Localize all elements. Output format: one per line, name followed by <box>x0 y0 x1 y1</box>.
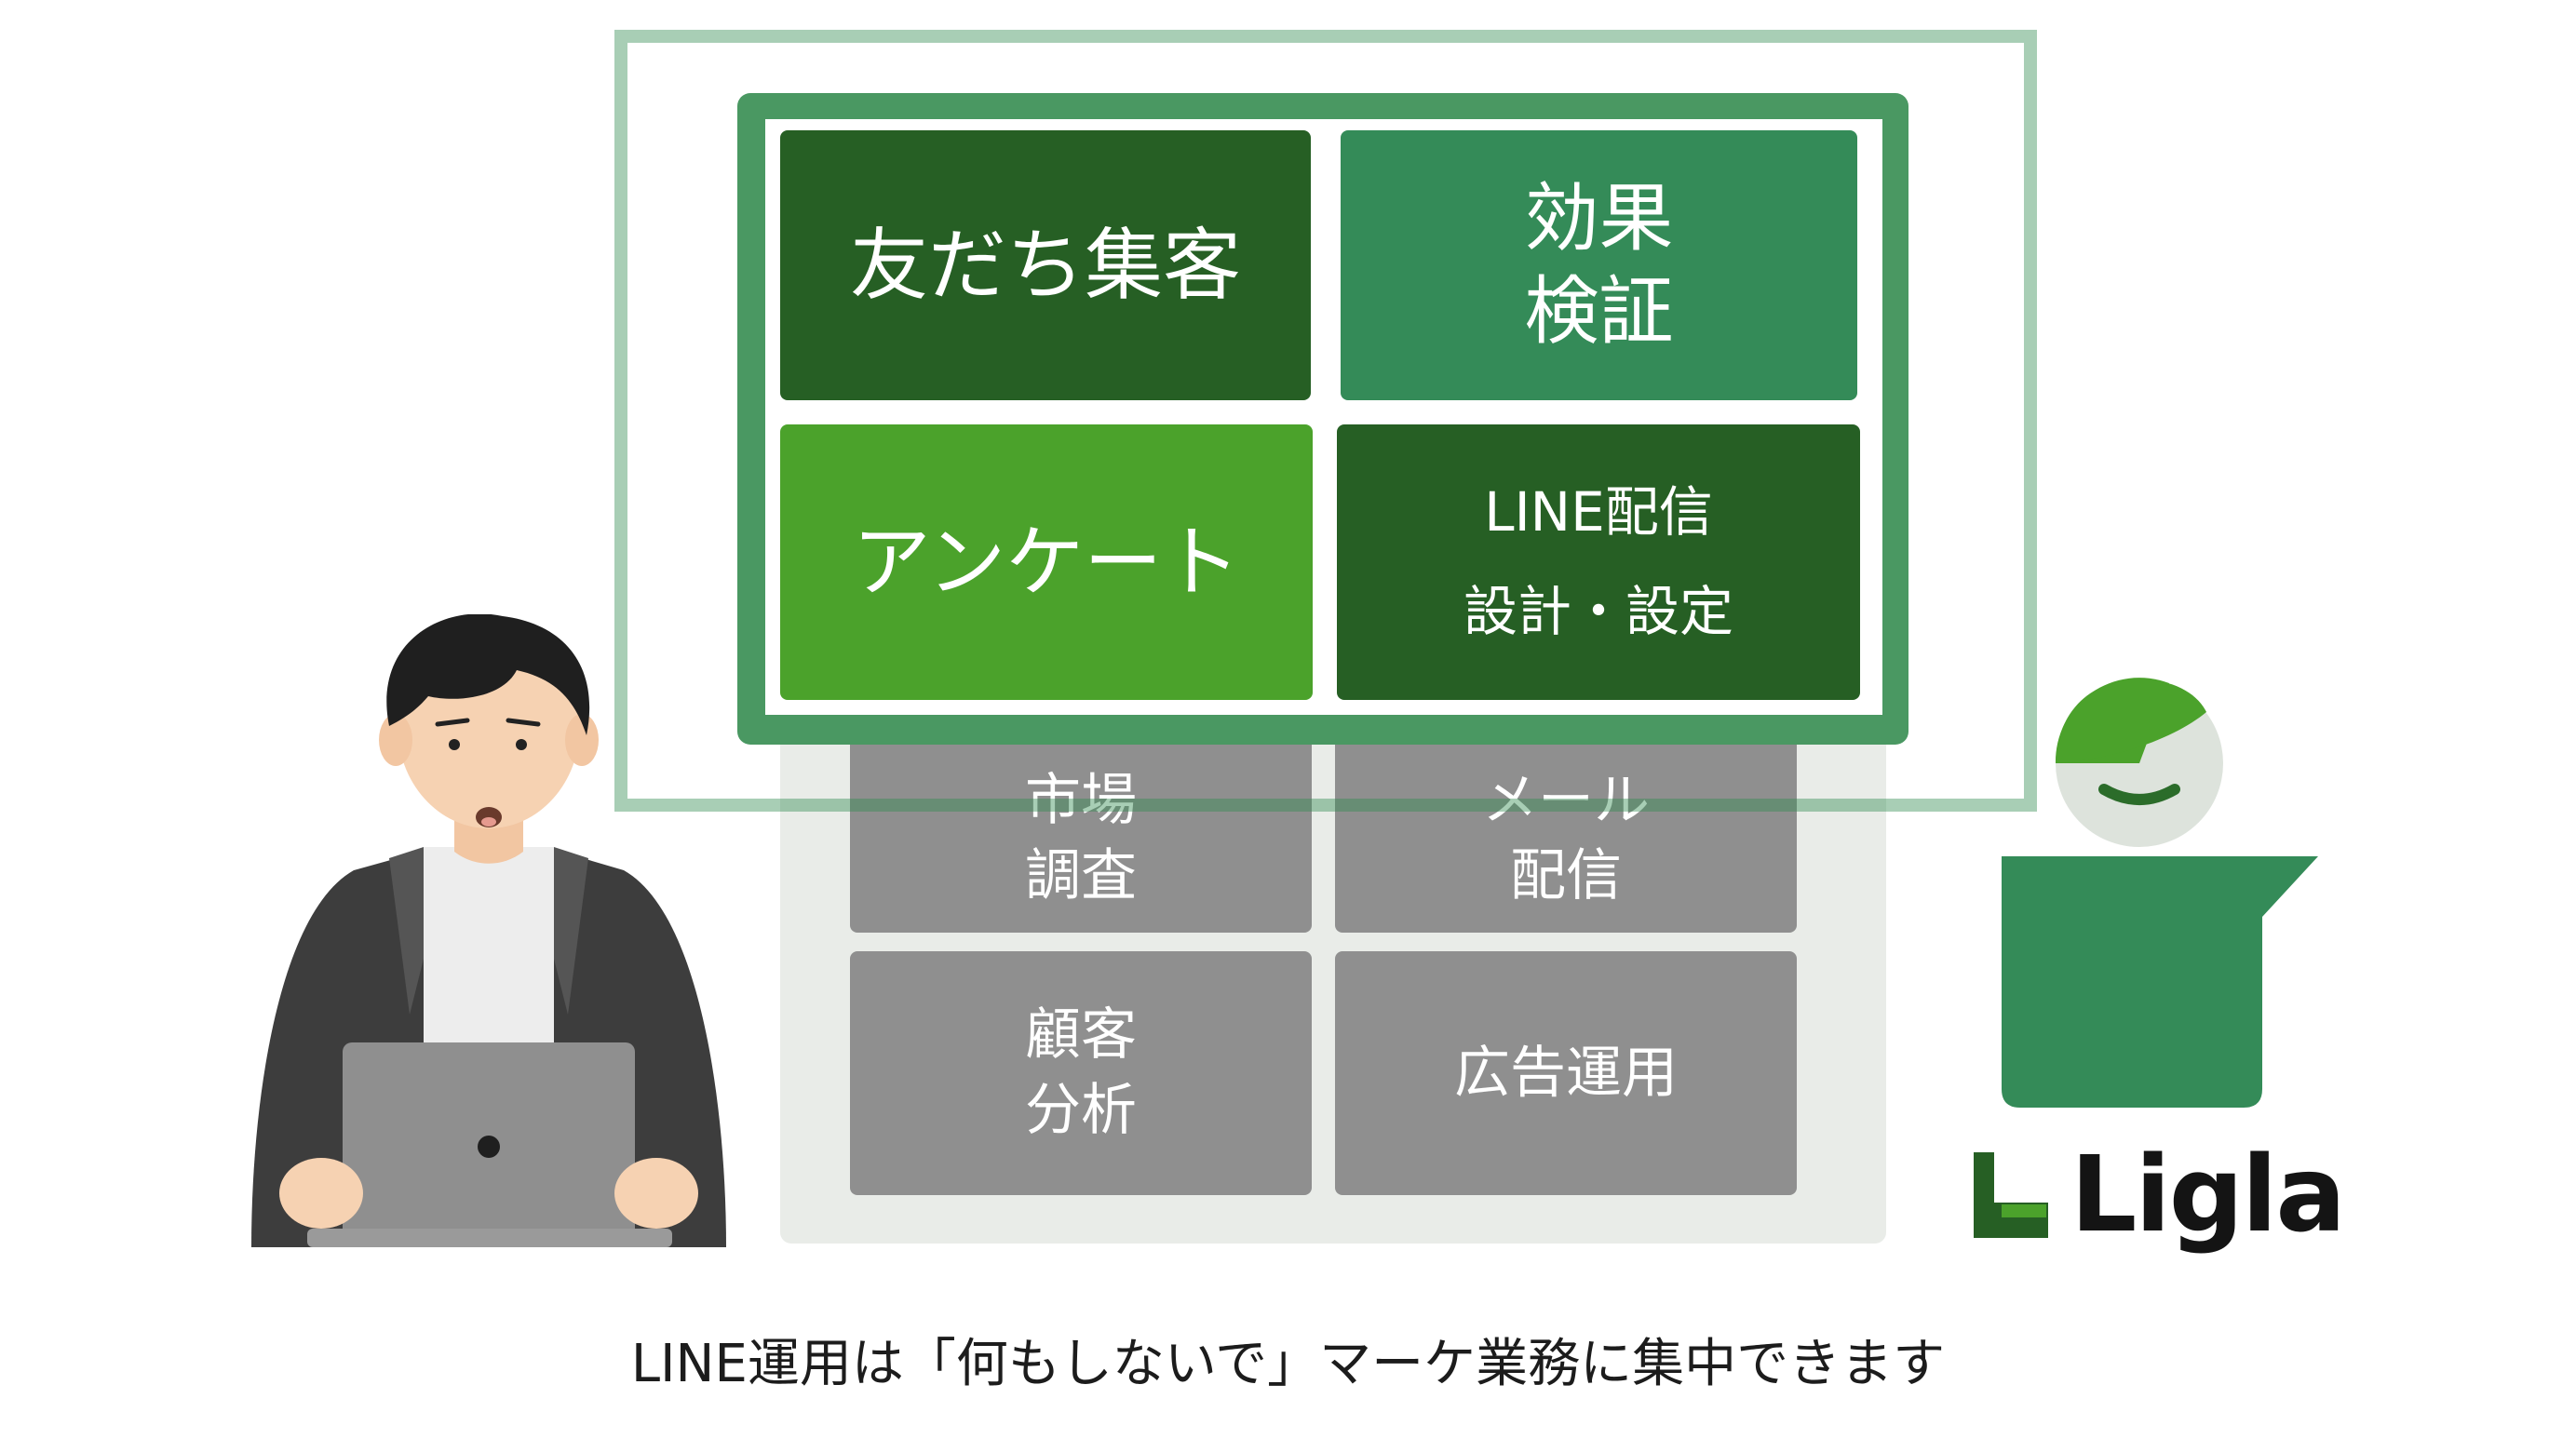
tile-label-line: 検証 <box>1524 268 1674 355</box>
ligla-logo-icon <box>1974 1152 2048 1238</box>
person-illustration <box>251 614 726 1247</box>
ligla-logo: Ligla <box>1974 1135 2346 1256</box>
tile-label-line: 市場 <box>1025 768 1137 833</box>
tile-label-line: 分析 <box>1025 1078 1137 1143</box>
caption: LINE運用は「何もしないで」マーケ業務に集中できます <box>630 1334 1946 1394</box>
brand-name: Ligla <box>2070 1135 2346 1256</box>
tile-label-line: 配信 <box>1510 843 1622 908</box>
tile-label-line: 効果 <box>1524 175 1674 262</box>
tile-effect-verification: 効果 検証 <box>1341 130 1857 400</box>
tile-label-line: 広告運用 <box>1454 1040 1678 1106</box>
tile-label-line: メール <box>1482 768 1650 833</box>
tile-label-line: 顧客 <box>1025 1002 1137 1068</box>
tile-label-line: 友だち集客 <box>849 219 1241 311</box>
ligla-character-icon <box>2002 678 2318 1108</box>
tile-survey: アンケート <box>780 424 1313 700</box>
tile-label-line: 設計・設定 <box>1463 580 1733 643</box>
tile-label-line: 調査 <box>1025 843 1137 908</box>
tile-friend-acquisition: 友だち集客 <box>780 130 1311 400</box>
tile-label-line: アンケート <box>852 516 1241 608</box>
tile-label-line: LINE配信 <box>1484 479 1713 544</box>
tile-ad-operation: 広告運用 <box>1335 951 1797 1195</box>
tile-line-delivery-setup: LINE配信 設計・設定 <box>1337 424 1860 700</box>
tile-customer-analysis: 顧客 分析 <box>850 951 1312 1195</box>
outer-frame <box>614 30 2037 812</box>
